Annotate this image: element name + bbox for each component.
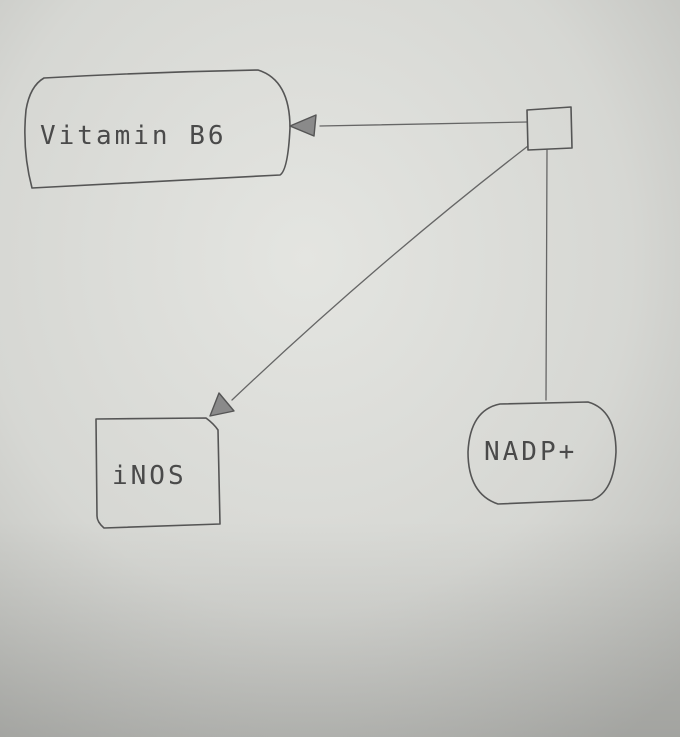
node-vitamin-b6: Vitamin B6 <box>24 69 291 189</box>
paper-shadow <box>0 520 680 737</box>
edge-process-to-vitamin-b6 <box>289 114 528 137</box>
node-inos-shape <box>95 417 221 529</box>
node-inos: iNOS <box>95 417 221 529</box>
edge-nadp-to-process <box>545 149 548 401</box>
node-vitamin-b6-shape <box>24 69 291 189</box>
arrowhead-vitamin-b6 <box>289 114 317 137</box>
edge-process-to-inos <box>209 145 529 417</box>
node-inos-label: iNOS <box>112 461 187 491</box>
node-vitamin-b6-label: Vitamin B6 <box>40 121 227 151</box>
node-nadp: NADP+ <box>467 401 617 505</box>
node-nadp-label: NADP+ <box>484 437 577 467</box>
arrowhead-inos <box>209 392 235 417</box>
node-process <box>526 106 573 151</box>
node-process-shape <box>526 106 573 151</box>
node-nadp-shape <box>467 401 617 505</box>
